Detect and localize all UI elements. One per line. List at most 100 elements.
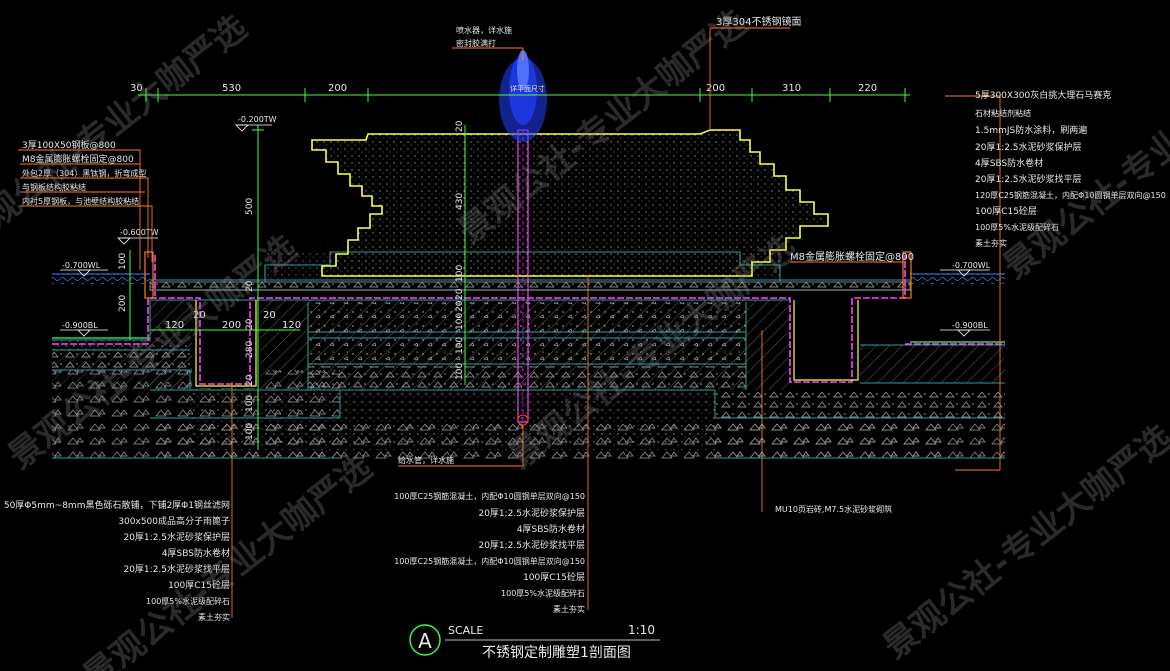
left-bottom-notes: 50厚Φ5mm~8mm黑色砾石散铺，下铺2厚Φ1钢丝滤网 300x500成品高分… (4, 499, 230, 622)
anchor-note-right: M8金属膨胀螺栓固定@800 (790, 250, 914, 263)
right-channel (790, 300, 860, 386)
top-paving (149, 281, 911, 291)
left-note: 内衬5厚钢板，与池壁结构胶粘结 (22, 196, 139, 206)
center-bottom-note: 素土夯实 (553, 604, 585, 614)
right-water (910, 274, 1005, 284)
right-note: 20厚1:2.5水泥砂浆找平层 (975, 173, 1082, 185)
hdim-20-b: 20 (263, 310, 276, 321)
right-note: 100厚C15砼层 (975, 205, 1037, 217)
level-bl-left: -0.900BL (62, 321, 98, 330)
left-bottom-note: 100厚5%水泥级配碎石 (146, 596, 230, 606)
dim-center-label: 详平面尺寸 (510, 84, 545, 93)
mu10-note: MU10页岩砖,M7.5水泥砂浆砌筑 (775, 504, 892, 514)
right-note: 1.5mmJS防水涂料，刷两遍 (975, 124, 1087, 136)
dim-310: 310 (782, 83, 801, 94)
dim-220: 220 (858, 83, 877, 94)
title-circle-icon (409, 624, 441, 656)
right-note: 100厚5%水泥级配碎石 (975, 222, 1059, 232)
scale-value: 1:10 (628, 623, 655, 637)
leader-lines (18, 27, 1001, 618)
left-bottom-note: 300x500成品高分子雨篦子 (118, 515, 230, 527)
left-note: 外包2厚（304）黑钛钢，折弯成型 (22, 168, 146, 178)
sculpture-body (311, 129, 829, 277)
vdim-280: 280 (245, 341, 255, 358)
hdim-120-a: 120 (165, 320, 184, 331)
cdim-100-a: 100 (455, 265, 465, 282)
center-bottom-note: 100厚C15砼层 (523, 571, 585, 583)
cdim-20-c: 20 (455, 300, 465, 312)
left-bottom-note: 素土夯实 (198, 612, 230, 622)
watermark: 景观公社-专业大咖严选 (0, 8, 255, 258)
level-bl-right: -0.900BL (952, 321, 988, 330)
level-tw-left: -0.200TW (238, 115, 277, 124)
left-bottom-note: 20厚1:2.5水泥砂浆找平层 (123, 563, 230, 575)
right-notes: 5厚300X300灰白挑大理石马赛克 石材粘结剂粘结 1.5mmJS防水涂料，刷… (975, 89, 1166, 248)
vdim-100-c: 100 (245, 423, 255, 440)
vdim-20-b: 20 (245, 318, 255, 330)
right-base (850, 345, 1005, 383)
vdim-100-b: 100 (245, 395, 255, 412)
pool-concrete-band (308, 302, 746, 332)
left-bottom-note: 20厚1:2.5水泥砂浆保护层 (123, 531, 230, 543)
left-top-notes: 3厚100X50钢板@800 M8金属膨胀螺栓固定@800 外包2厚（304）黑… (22, 139, 146, 206)
left-bottom-note: 50厚Φ5mm~8mm黑色砾石散铺，下铺2厚Φ1钢丝滤网 (4, 499, 230, 511)
top-dims-text: 30 530 200 200 310 220 详平面尺寸 (130, 83, 877, 94)
right-note: 4厚SBS防水卷材 (975, 157, 1043, 169)
right-note: 素土夯实 (975, 238, 1007, 248)
level-marks: -0.200TW -0.600TW -0.700WL -0.900BL -0.7… (60, 115, 991, 337)
left-horizontal-dims: 120 20 200 20 120 (150, 310, 301, 331)
center-bottom-note: 20厚1:2.5水泥砂浆保护层 (478, 507, 585, 519)
section-layers (52, 251, 1005, 460)
center-bottom-note: 20厚1:2.5水泥砂浆找平层 (478, 539, 585, 551)
center-bottom-note: 100厚C25钢筋混凝土，内配Φ10圆钢单层双向@150 (394, 556, 585, 566)
left-note: 与钢板结构胶粘结 (22, 182, 86, 192)
left-water (52, 274, 150, 284)
center-bottom-notes: 100厚C25钢筋混凝土，内配Φ10圆钢单层双向@150 20厚1:2.5水泥砂… (394, 491, 585, 614)
hdim-200: 200 (222, 320, 241, 331)
dim-200-a: 200 (328, 83, 347, 94)
dim-530: 530 (222, 83, 241, 94)
fountain-note-2: 密封胶满打 (456, 38, 496, 48)
left-base-concrete (52, 340, 190, 350)
right-note: 石材粘结剂粘结 (975, 108, 1031, 118)
right-gravel (715, 390, 1005, 418)
pool-concrete-band-2 (308, 338, 746, 364)
vdim-100: 100 (118, 253, 128, 270)
left-note: M8金属膨胀螺栓固定@800 (22, 153, 134, 165)
right-top-label: 3厚304不锈钢镜面 (716, 15, 801, 28)
drawing-title: 不锈钢定制雕塑1剖面图 (482, 645, 631, 661)
center-bottom-note: 100厚C25钢筋混凝土，内配Φ10圆钢单层双向@150 (394, 491, 585, 501)
hdim-120-b: 120 (282, 320, 301, 331)
cdim-100-c: 100 (455, 337, 465, 354)
cdim-100-b: 100 (455, 313, 465, 330)
vertical-dims: 500 100 200 20 20 280 20 100 100 20 430 … (118, 120, 465, 440)
dim-200-b: 200 (706, 83, 725, 94)
title-block: A SCALE 1:10 不锈钢定制雕塑1剖面图 (409, 623, 660, 661)
cdim-430: 430 (455, 193, 465, 210)
vdim-500: 500 (245, 198, 255, 215)
level-tw-left2: -0.600TW (120, 228, 159, 237)
fountain-spray (499, 50, 547, 142)
hdim-20-a: 20 (193, 310, 206, 321)
fountain-note-1: 喷水器，详水施 (456, 25, 512, 35)
top-dimension-line (129, 88, 910, 450)
vdim-20-c: 20 (245, 374, 255, 386)
sculpture (311, 50, 829, 426)
right-note: 5厚300X300灰白挑大理石马赛克 (975, 89, 1111, 101)
center-bottom-note: 4厚SBS防水卷材 (517, 523, 585, 535)
cdim-20: 20 (455, 120, 465, 132)
left-bottom-note: 4厚SBS防水卷材 (162, 547, 230, 559)
left-channel (192, 300, 260, 388)
right-earth (715, 418, 1005, 458)
left-note: 3厚100X50钢板@800 (22, 139, 116, 151)
scale-label: SCALE (448, 624, 483, 637)
level-wl-left: -0.700WL (62, 261, 101, 270)
watermark: 景观公社-专业大咖严选 (76, 448, 380, 671)
vdim-20-a: 20 (245, 280, 255, 292)
pipe-note: 给水管，详水施 (398, 455, 454, 465)
right-note: 120厚C25钢筋混凝土，内配Φ10圆钢单层双向@150 (975, 190, 1166, 200)
left-bottom-note: 100厚C15砼层 (168, 579, 230, 591)
center-bottom-note: 100厚5%水泥级配碎石 (501, 588, 585, 598)
cdim-100-d: 100 (455, 363, 465, 380)
